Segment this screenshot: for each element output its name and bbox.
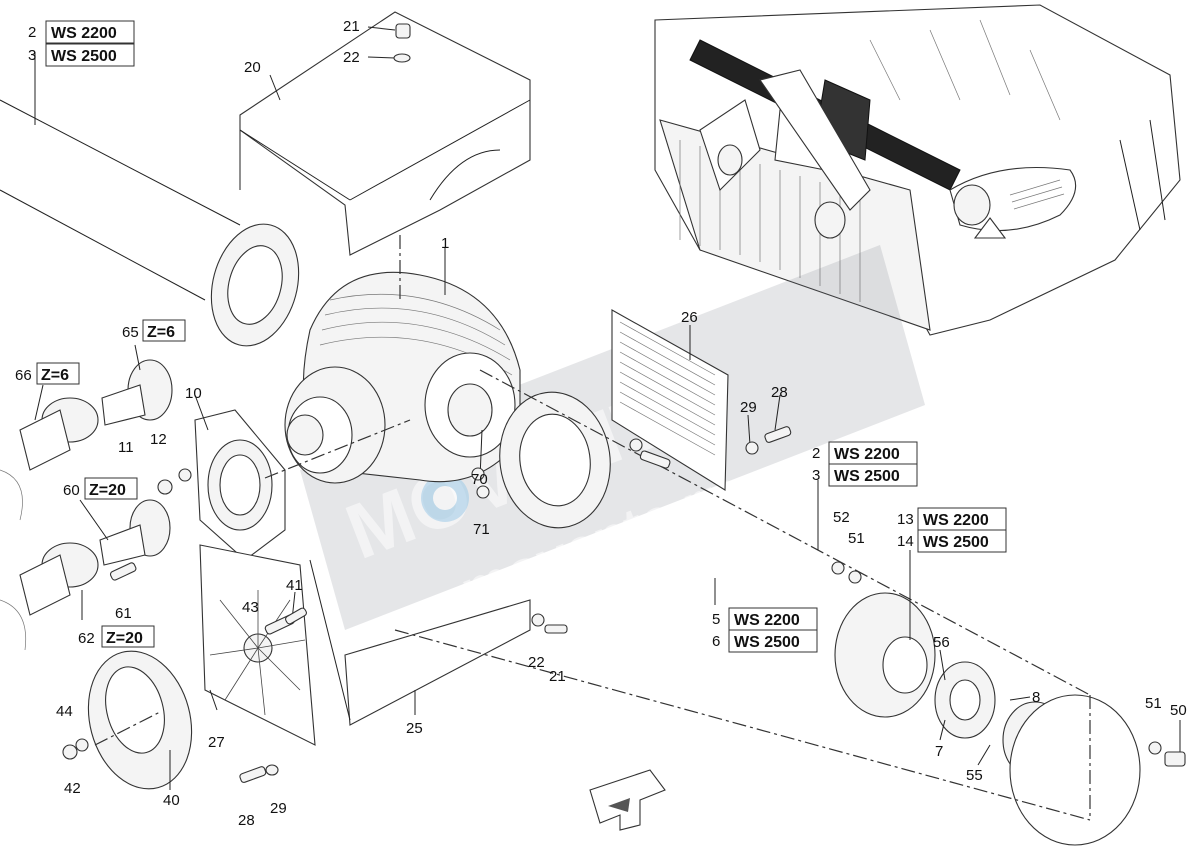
variant-label: 6 WS 2500 [712,629,818,653]
svg-text:13: 13 [897,511,914,528]
teeth-labels: 65 Z=6 66 Z=6 60 Z=20 62 Z=20 [15,319,186,648]
shafts-and-couplings [0,359,173,651]
flange-ring [499,391,611,529]
callout: 44 [56,703,73,720]
cooler-27 [199,544,316,746]
callout: 41 [286,577,303,594]
callout: 50 [1170,702,1187,719]
teeth-label: 66 Z=6 [15,362,80,385]
callout: 52 [833,509,850,526]
variant-label: 2 WS 2200 [28,20,135,44]
leader-lines [34,26,1181,790]
svg-text:Z=6: Z=6 [41,367,69,384]
callout: 22 [528,654,545,671]
callout: 61 [115,605,132,622]
fan-10 [194,409,286,561]
fasteners [62,23,1186,783]
svg-text:WS 2500: WS 2500 [923,534,989,551]
variant-label: 2 WS 2200 [812,441,918,465]
callout: 51 [1145,695,1162,712]
svg-text:65: 65 [122,324,139,341]
callout: 26 [681,309,698,326]
svg-text:3: 3 [28,47,36,64]
callout: 43 [242,599,259,616]
svg-text:60: 60 [63,482,80,499]
callout: 11 [118,439,134,456]
svg-text:WS 2500: WS 2500 [734,634,800,651]
svg-text:6: 6 [712,633,720,650]
svg-text:2: 2 [28,24,36,41]
teeth-label: 62 Z=20 [78,625,155,648]
callout: 25 [406,720,423,737]
variant-label: 5 WS 2200 [712,607,818,631]
variant-label: 3 WS 2500 [28,43,135,67]
callout: 22 [343,49,360,66]
callout: 21 [343,18,360,35]
callout: 70 [471,471,488,488]
machine-overview [654,4,1181,336]
svg-text:WS 2200: WS 2200 [734,612,800,629]
direction-arrow-icon [589,769,666,831]
callout: 28 [238,812,255,829]
callout: 29 [270,800,287,817]
callout: 42 [64,780,81,797]
pulley-40 [87,650,193,790]
svg-text:66: 66 [15,367,32,384]
callout: 27 [208,734,225,751]
callout: 21 [549,668,566,685]
callout: 40 [163,792,180,809]
callout: 28 [771,384,788,401]
callout: 51 [848,530,865,547]
callout: 7 [935,743,943,760]
hub-assembly [834,592,1141,846]
svg-text:WS 2200: WS 2200 [923,512,989,529]
variant-labels: 2 WS 2200 3 WS 2500 2 WS 2200 3 WS 2500 … [28,20,1007,653]
cover-20 [239,11,531,256]
teeth-label: 65 Z=6 [122,319,186,342]
vent-panel-26 [611,309,729,491]
teeth-label: 60 Z=20 [63,477,138,500]
callout: 56 [933,634,950,651]
svg-text:Z=6: Z=6 [147,324,175,341]
svg-text:WS 2500: WS 2500 [834,468,900,485]
watermark-logo-icon [421,474,469,522]
svg-text:WS 2200: WS 2200 [834,446,900,463]
callout: 10 [185,385,202,402]
callout: 20 [244,59,261,76]
callout: 8 [1032,689,1040,706]
callout: 12 [150,431,167,448]
callout: 29 [740,399,757,416]
svg-text:5: 5 [712,611,720,628]
svg-text:2: 2 [812,445,820,462]
svg-text:WS 2500: WS 2500 [51,48,117,65]
variant-label: 13 WS 2200 [897,507,1007,531]
svg-text:62: 62 [78,630,95,647]
assembly-lines [94,235,1091,821]
svg-text:3: 3 [812,467,820,484]
gearbox-1 [284,271,521,484]
housing-25 [309,559,531,726]
part-callouts: 1 7 8 10 11 12 20 21 21 22 22 25 26 27 2… [56,18,1187,829]
svg-text:14: 14 [897,533,914,550]
svg-text:Z=20: Z=20 [106,630,143,647]
variant-label: 14 WS 2500 [897,529,1007,553]
svg-text:Z=20: Z=20 [89,482,126,499]
callout: 71 [473,521,490,538]
shaft-tube [0,99,300,347]
callout: 1 [441,235,449,252]
variant-label: 3 WS 2500 [812,463,918,487]
svg-text:WS 2200: WS 2200 [51,25,117,42]
callout: 55 [966,767,983,784]
